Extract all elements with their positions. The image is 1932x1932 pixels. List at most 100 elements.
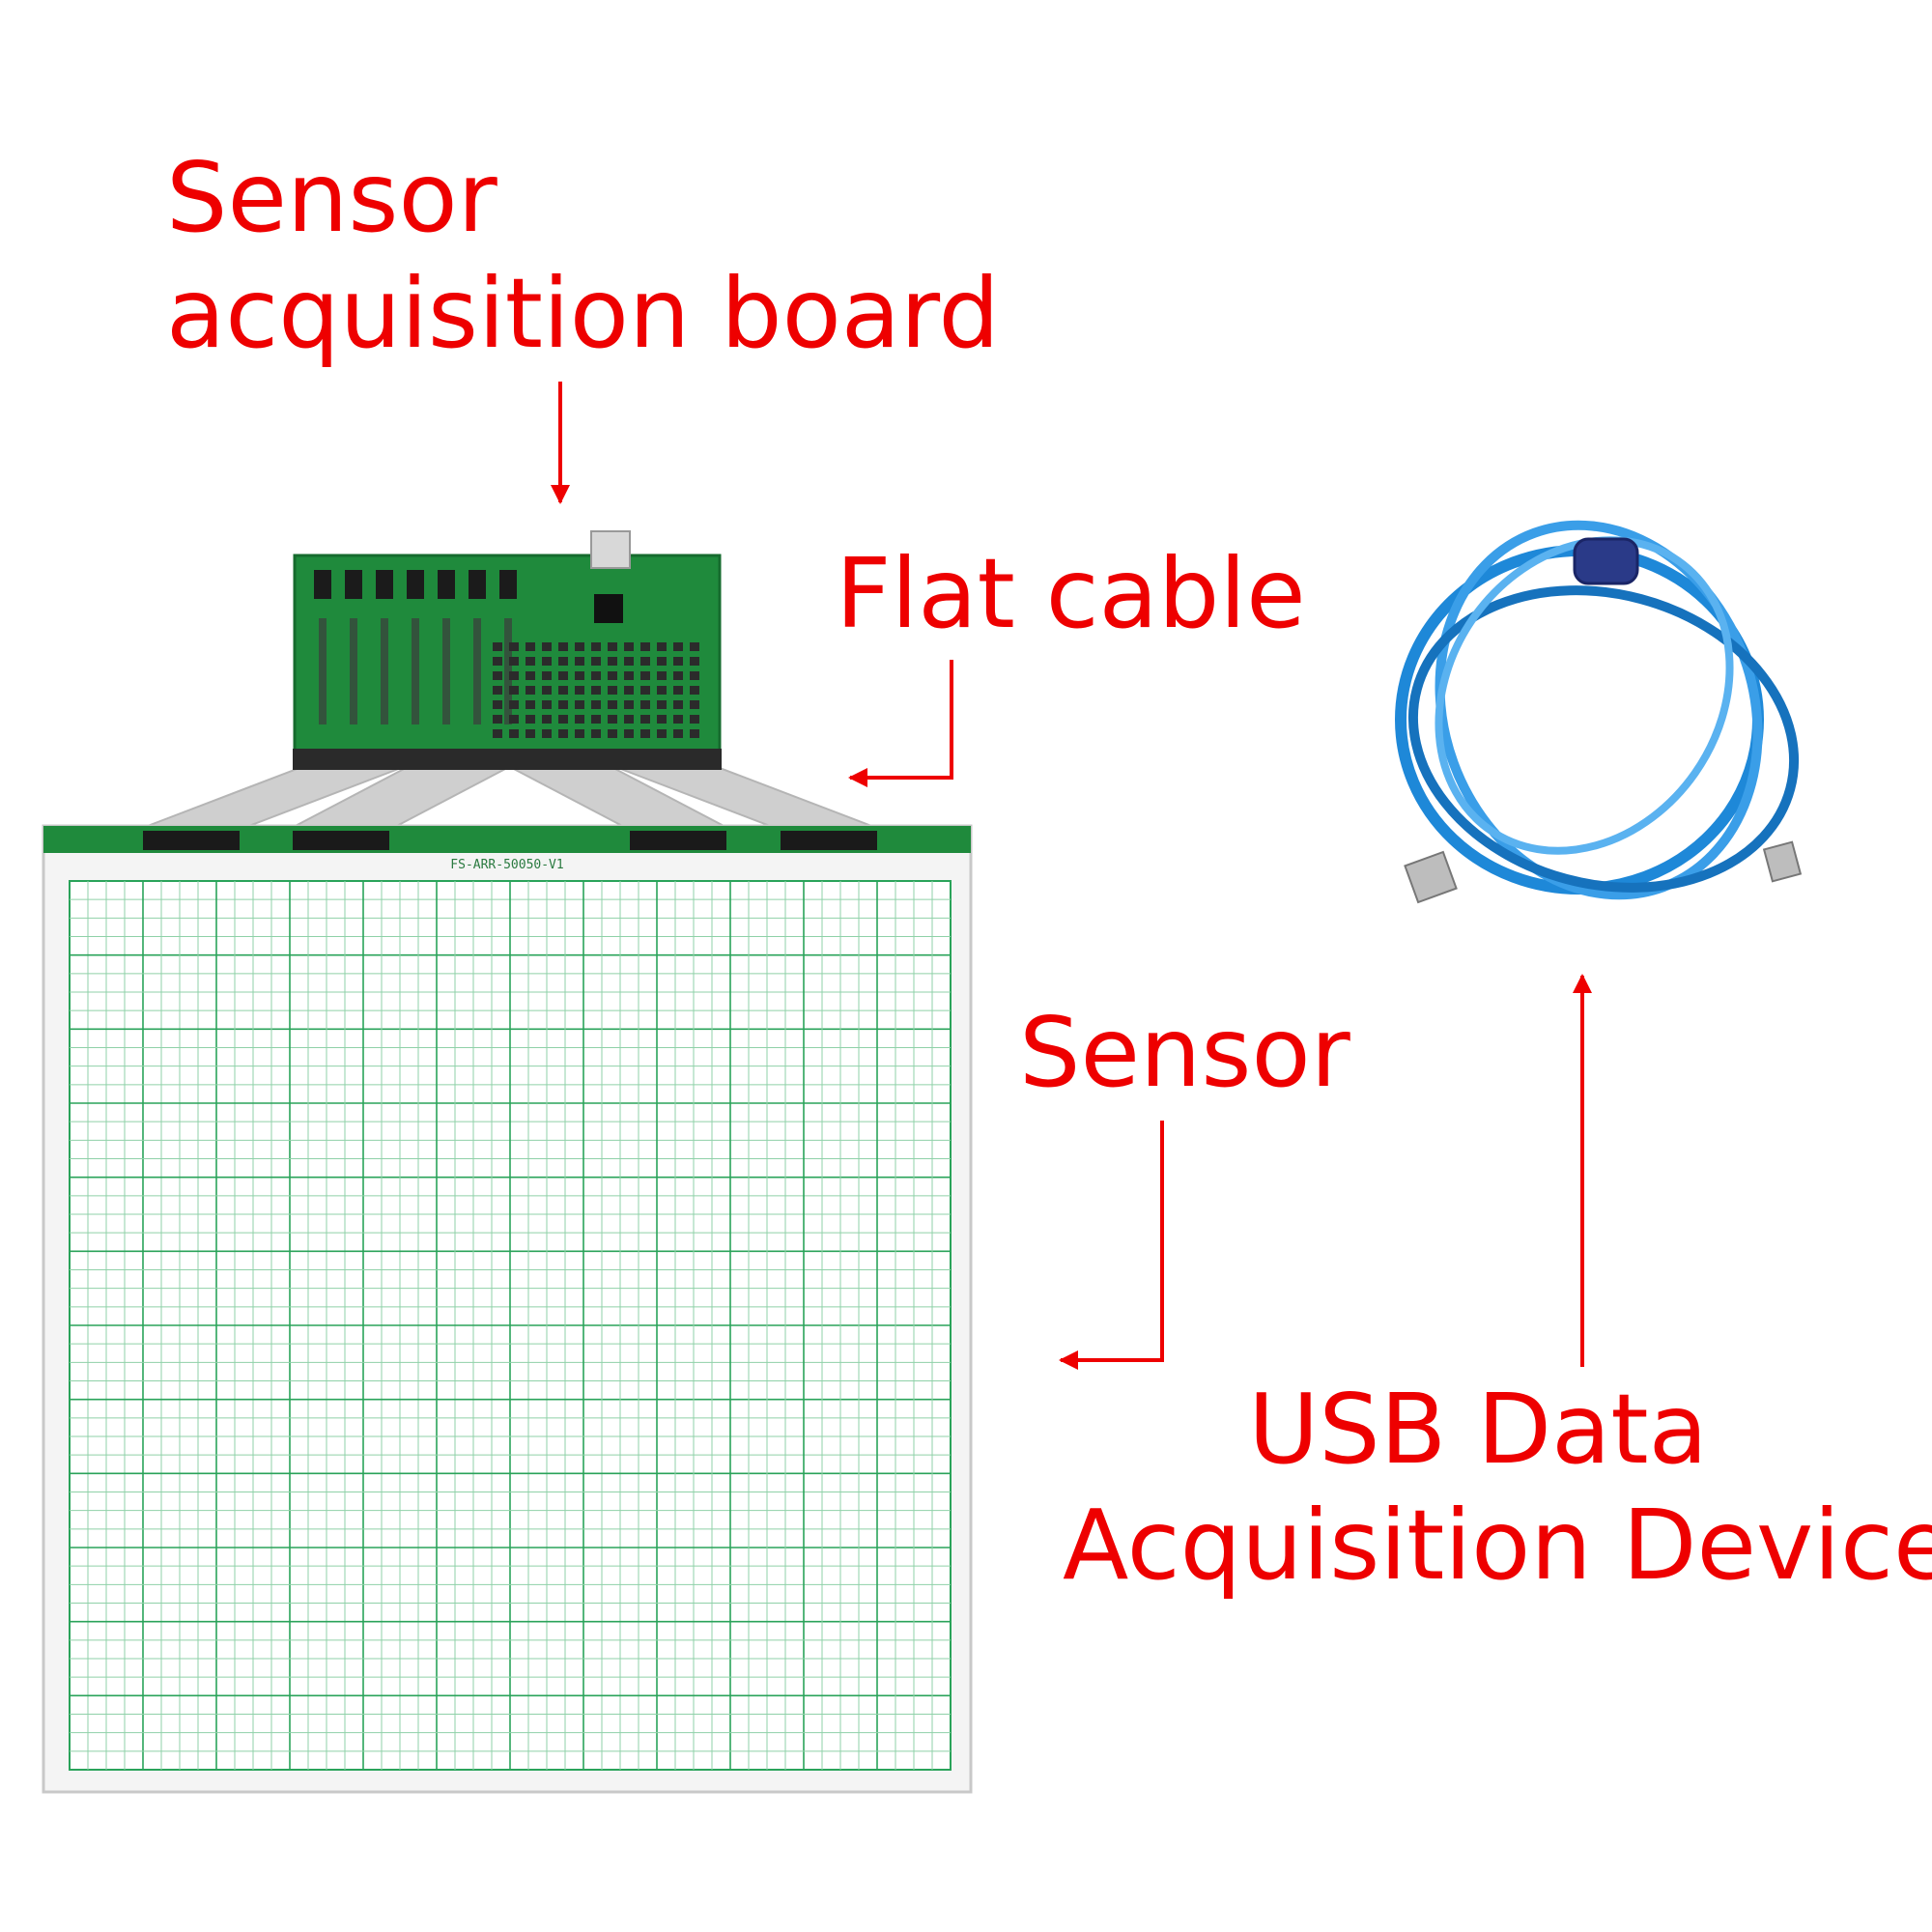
pcb-component [542, 671, 552, 680]
pcb-component [591, 715, 601, 724]
pcb-component [509, 642, 519, 651]
pcb-component [690, 700, 699, 709]
sensor-connector-3 [630, 831, 726, 850]
pcb-component [526, 729, 535, 738]
pcb-component [608, 700, 617, 709]
pcb-component [640, 642, 650, 651]
pcb-component [624, 671, 634, 680]
flat-cable-arrow [848, 660, 953, 787]
pcb-component [509, 700, 519, 709]
pcb-component [608, 642, 617, 651]
pcb-component [690, 657, 699, 666]
pcb-component [673, 715, 683, 724]
usb-device-label-line2: Acquisition Device [1063, 1489, 1932, 1602]
pcb-component [493, 715, 502, 724]
pcb-component [493, 657, 502, 666]
pcb-component [526, 700, 535, 709]
pcb-component [558, 700, 568, 709]
pcb-component [542, 686, 552, 695]
pcb-resistor-column [319, 618, 327, 724]
pcb-chip [499, 570, 517, 599]
pcb-component [657, 642, 667, 651]
pcb-component [657, 715, 667, 724]
usb-cable [1395, 520, 1803, 904]
pcb-component [673, 657, 683, 666]
pcb-component [657, 686, 667, 695]
pcb-component-array [493, 642, 699, 738]
pcb-component [624, 715, 634, 724]
pcb-component [673, 700, 683, 709]
pcb-component [690, 686, 699, 695]
pcb-chip [438, 570, 455, 599]
usb-device-label: USB Data Acquisition Device [1063, 1372, 1932, 1604]
pcb-component [526, 686, 535, 695]
pcb-component [640, 686, 650, 695]
pcb-component [640, 700, 650, 709]
usb-cable-coil-3 [1407, 585, 1800, 893]
flat-cables [139, 767, 880, 830]
pcb-component [624, 657, 634, 666]
usb-device-label-line1: USB Data [1248, 1373, 1708, 1486]
pcb-component [509, 686, 519, 695]
sensor-connector-4 [781, 831, 877, 850]
sensor-connector-1 [143, 831, 240, 850]
pcb-connector-strip [293, 749, 722, 770]
usb-cable-coil-4 [1435, 536, 1734, 855]
pcb-component [558, 657, 568, 666]
sensor-grid-lines [70, 881, 951, 1770]
pcb-component [673, 642, 683, 651]
pcb-component [591, 642, 601, 651]
pcb-component [493, 729, 502, 738]
pcb-component [673, 686, 683, 695]
pcb-component [591, 686, 601, 695]
pcb-component [526, 642, 535, 651]
pcb-component [690, 715, 699, 724]
pcb-component [526, 715, 535, 724]
pcb-resistor-column [350, 618, 357, 724]
pcb-component [624, 686, 634, 695]
sensor-connector-2 [293, 831, 389, 850]
pcb-component [558, 729, 568, 738]
pcb-resistor-column [442, 618, 450, 724]
pcb-component [591, 700, 601, 709]
annotation-arrows [551, 382, 1592, 1370]
sensor-acquisition-board-label-line1: Sensor [166, 141, 497, 254]
pcb-component [640, 671, 650, 680]
pcb-component [657, 729, 667, 738]
usb-ferrite-bead [1573, 537, 1639, 585]
pcb-component [575, 686, 584, 695]
pcb-component [673, 729, 683, 738]
pcb-chips [314, 570, 623, 724]
pcb-component [608, 715, 617, 724]
sensor-acquisition-board-label-line2: acquisition board [166, 257, 1000, 370]
pcb-component [608, 686, 617, 695]
acquisition-board-pcb [293, 530, 722, 770]
pcb-component [657, 657, 667, 666]
pcb-chip [376, 570, 393, 599]
pcb-resistor-column [473, 618, 481, 724]
pcb-component [493, 671, 502, 680]
usb-port [590, 530, 631, 569]
pcb-component [673, 671, 683, 680]
pcb-microcontroller [594, 594, 623, 623]
pcb-component [591, 657, 601, 666]
sensor-acquisition-board-label: Sensor acquisition board [166, 140, 1000, 372]
pcb-component [690, 671, 699, 680]
pcb-component [575, 715, 584, 724]
pcb-component [558, 642, 568, 651]
pcb-component [542, 700, 552, 709]
pcb-component [640, 657, 650, 666]
pcb-component [509, 657, 519, 666]
pcb-component [575, 671, 584, 680]
pcb-component [526, 671, 535, 680]
pcb-component [608, 729, 617, 738]
pcb-component [558, 671, 568, 680]
pcb-component [509, 715, 519, 724]
pcb-component [509, 729, 519, 738]
pcb-component [542, 657, 552, 666]
pcb-component [558, 686, 568, 695]
pcb-component [640, 715, 650, 724]
pcb-chip [469, 570, 486, 599]
pcb-component [690, 642, 699, 651]
